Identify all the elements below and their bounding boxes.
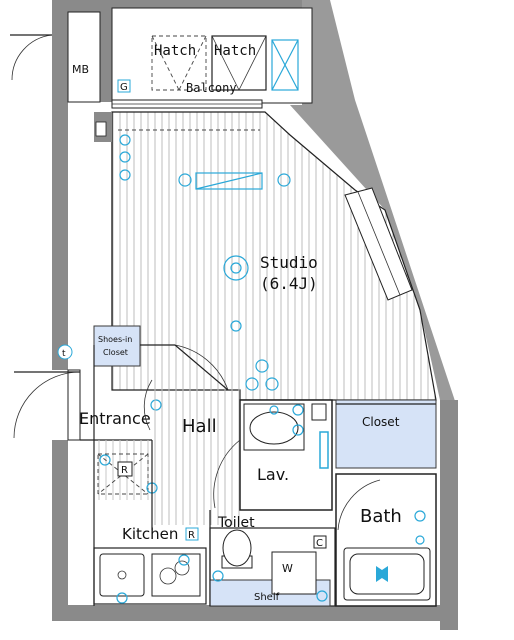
refrigerator-marker <box>117 461 133 477</box>
outlet-icon <box>119 169 131 181</box>
outlet-icon <box>292 424 304 436</box>
shelf-label: Shelf <box>254 592 280 603</box>
closet-label: Closet <box>362 415 400 429</box>
mb-right-wall <box>100 12 112 102</box>
shoes-in-label-1: Shoes-in <box>98 335 132 344</box>
kitchen-sink <box>99 553 145 597</box>
mb-box <box>67 11 101 103</box>
ceiling-light-icon <box>223 255 249 281</box>
outlet-icon <box>245 377 259 391</box>
kitchen-label: Kitchen <box>122 525 178 543</box>
ac-outdoor-unit <box>271 39 299 91</box>
outlet-icon <box>212 570 224 582</box>
faucet-icon <box>269 405 279 415</box>
hall-door-leaf <box>174 344 229 391</box>
studio-name: Studio <box>260 253 318 272</box>
burner-icon <box>159 567 177 585</box>
studio-closet <box>335 399 437 469</box>
refrigerator-space <box>97 453 149 495</box>
air-conditioner-diag <box>195 172 263 190</box>
shower-icon <box>415 535 425 545</box>
outlet-icon <box>99 454 111 466</box>
hatch-right-diag1 <box>211 35 240 91</box>
studio-size: (6.4J) <box>260 274 318 293</box>
gas-meter-marker <box>117 79 131 93</box>
hatch-left-box <box>151 35 207 91</box>
switch-icon <box>277 173 291 187</box>
lav-label: Lav. <box>257 465 289 484</box>
washer-label: W <box>282 562 293 575</box>
hatch-left-diag2 <box>178 35 207 91</box>
outlet-icon <box>230 320 242 332</box>
lav-cabinet <box>311 403 327 421</box>
switch-icon <box>178 173 192 187</box>
ceiling-light-inner-icon <box>230 262 242 274</box>
shoes-in-closet <box>93 325 141 367</box>
burner-icon <box>174 560 190 576</box>
mb-label: MB <box>72 63 89 76</box>
outlet-icon <box>178 554 190 566</box>
hatch-left-diag1 <box>151 35 180 91</box>
refrigerator-diag1 <box>97 453 149 495</box>
telephone-label: t <box>62 349 66 359</box>
outlet-icon <box>255 359 269 373</box>
hatch-left-label: Hatch <box>154 43 196 59</box>
studio-window-mid <box>357 191 401 296</box>
cabinet-label: C <box>316 538 323 549</box>
right-outer-wall <box>440 400 458 630</box>
outlet-icon <box>119 151 131 163</box>
bath-light-icon <box>414 510 426 522</box>
cabinet-marker <box>313 535 327 549</box>
outlet-icon <box>116 592 128 604</box>
shoes-door-arc <box>143 379 153 431</box>
toilet-label: Toilet <box>217 515 255 531</box>
balcony-top-wall <box>112 0 302 8</box>
mb-door-arc <box>11 34 53 81</box>
washbasin-icon <box>249 411 299 445</box>
outlet-icon <box>316 590 328 602</box>
towel-bar-icon <box>319 431 329 469</box>
left-outer-wall <box>52 0 68 370</box>
pillar-box <box>95 121 107 137</box>
washer-space <box>271 551 317 595</box>
left-outer-wall-lower <box>52 440 68 620</box>
bath-label: Bath <box>360 506 402 527</box>
telephone-marker <box>57 344 73 360</box>
toilet-bowl-icon <box>222 529 252 567</box>
lav-door-arc <box>213 439 241 509</box>
entrance-door-arc <box>13 371 81 439</box>
entrance-door-frame <box>67 369 81 441</box>
refrigerator-label: R <box>121 465 128 476</box>
bottom-outer-wall <box>52 605 457 621</box>
hall-label: Hall <box>182 416 217 437</box>
entrance-label: Entrance <box>79 409 151 428</box>
shoes-in-label-2: Closet <box>103 348 128 357</box>
bath-door-arc <box>337 479 381 531</box>
hall-floor <box>152 345 240 525</box>
outlet-icon <box>119 134 131 146</box>
air-conditioner <box>195 172 263 190</box>
refrigerator-diag2 <box>97 453 149 495</box>
studio-window <box>344 187 413 301</box>
balcony-label: Balcony <box>186 81 237 95</box>
range-hood-marker <box>185 527 199 541</box>
range-hood-label: R <box>188 530 195 541</box>
hall-door-arc <box>174 344 229 391</box>
tv-outlet-icon <box>265 377 279 391</box>
gas-meter-label: G <box>120 82 128 93</box>
outlet-icon <box>292 404 304 416</box>
hatch-right-diag2 <box>238 35 267 91</box>
sink-drain-icon <box>117 570 127 580</box>
hatch-right-label: Hatch <box>214 43 256 59</box>
ac-unit-diag2 <box>271 39 299 91</box>
bath-drain-icon-b <box>376 566 388 582</box>
mb-top-wall <box>68 0 112 12</box>
